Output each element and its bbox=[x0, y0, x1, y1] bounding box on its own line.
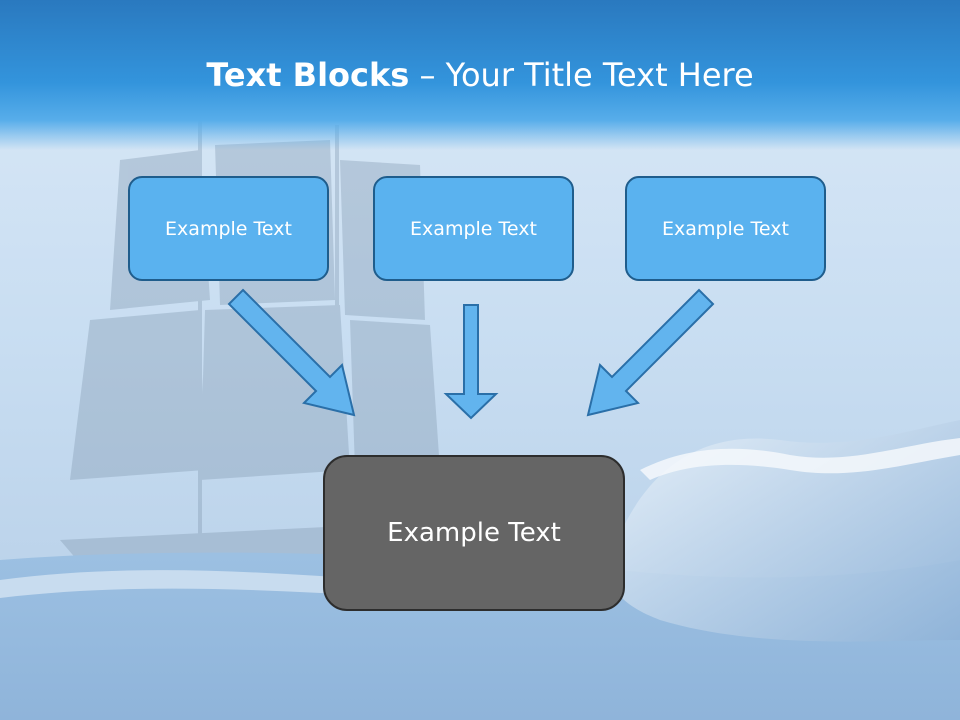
top-text-box-3: Example Text bbox=[625, 176, 826, 281]
title-bold-part: Text Blocks bbox=[206, 56, 410, 94]
top-text-box-1: Example Text bbox=[128, 176, 329, 281]
title-band bbox=[0, 0, 960, 150]
arrow-left-diagonal bbox=[227, 288, 356, 417]
slide-title: Text Blocks – Your Title Text Here bbox=[0, 55, 960, 95]
bottom-text-box: Example Text bbox=[323, 455, 625, 611]
arrow-right-diagonal bbox=[586, 288, 715, 417]
breaking-wave bbox=[609, 420, 960, 642]
arrow-center-down bbox=[443, 304, 499, 420]
title-rest: Your Title Text Here bbox=[445, 56, 754, 94]
title-dash: – bbox=[409, 56, 446, 94]
top-text-box-2: Example Text bbox=[373, 176, 574, 281]
